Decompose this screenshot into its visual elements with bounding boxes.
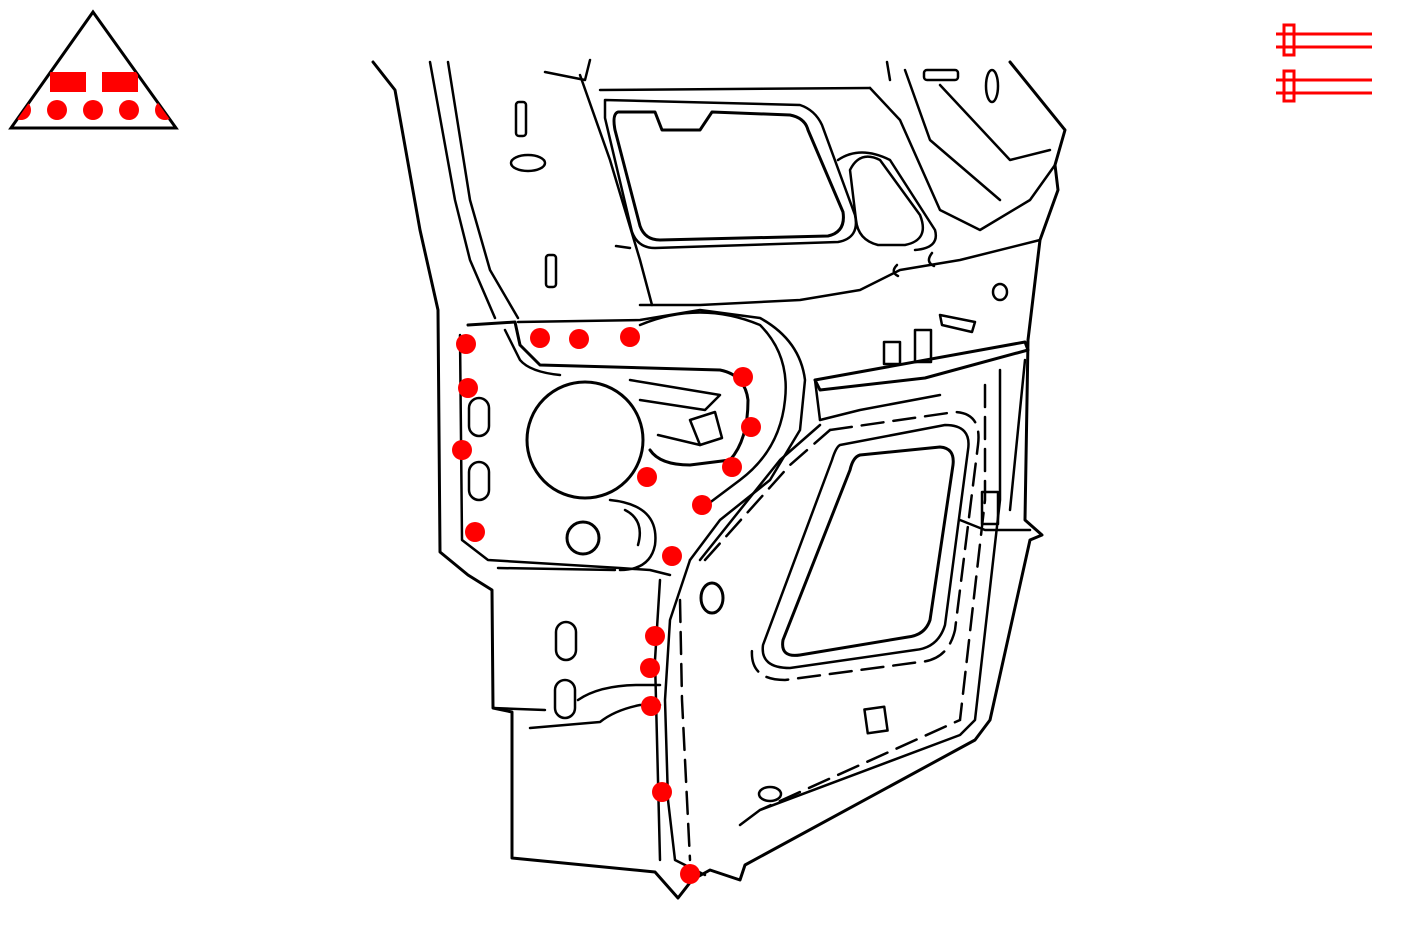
triangle-spot-weld-icon: [8, 9, 179, 130]
weld-spot: [662, 546, 682, 566]
weld-spot: [741, 417, 761, 437]
weld-spot: [645, 626, 665, 646]
weld-spot: [652, 782, 672, 802]
weld-spot: [465, 522, 485, 542]
weld-spot: [641, 696, 661, 716]
weld-spot: [530, 328, 550, 348]
weld-spot: [640, 658, 660, 678]
weld-spot: [452, 440, 472, 460]
weld-spot: [680, 864, 700, 884]
panel-outline: [371, 58, 1067, 900]
weld-spot: [458, 378, 478, 398]
weld-spot: [569, 329, 589, 349]
weld-spot: [620, 327, 640, 347]
weld-spot: [733, 367, 753, 387]
weld-spot: [722, 457, 742, 477]
clamp-bars-icon: [1276, 23, 1372, 103]
weld-spot-group: [452, 327, 761, 884]
weld-spot: [456, 334, 476, 354]
weld-spot: [637, 467, 657, 487]
weld-spot: [692, 495, 712, 515]
